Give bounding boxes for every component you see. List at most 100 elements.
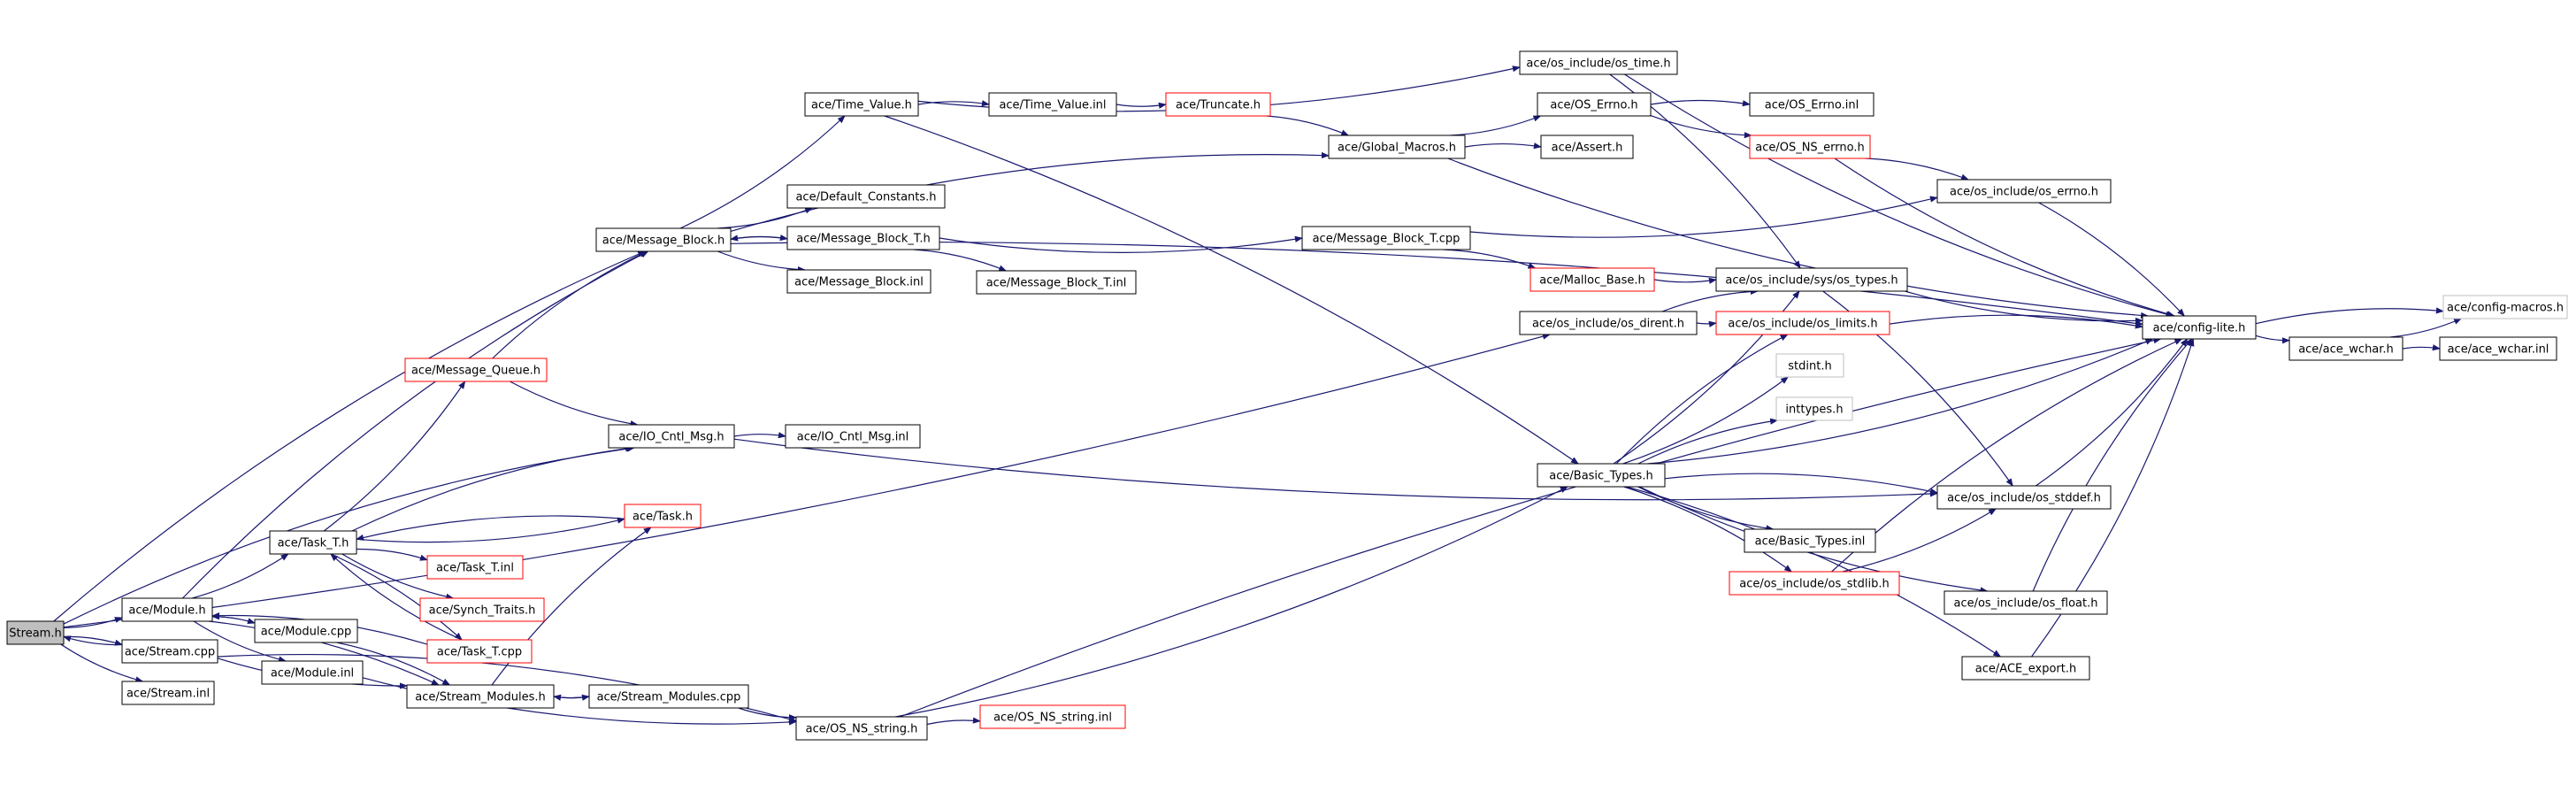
node-message-block-h[interactable]: ace/Message_Block.h: [595, 227, 732, 252]
node-box[interactable]: [1749, 92, 1874, 117]
node-box[interactable]: [1961, 656, 2090, 681]
node-message-block-t-inl[interactable]: ace/Message_Block_T.inl: [976, 270, 1137, 295]
node-assert-h[interactable]: ace/Assert.h: [1540, 135, 1634, 159]
node-stream-cpp[interactable]: ace/Stream.cpp: [121, 639, 218, 664]
node-box[interactable]: [426, 639, 533, 664]
node-box[interactable]: [1715, 311, 1890, 335]
node-box[interactable]: [2288, 336, 2404, 361]
node-box[interactable]: [786, 226, 940, 250]
node-box[interactable]: [1328, 135, 1466, 159]
node-message-block-t-h[interactable]: ace/Message_Block_T.h: [786, 226, 940, 250]
node-box[interactable]: [1530, 267, 1655, 292]
node-task-h[interactable]: ace/Task.h: [624, 504, 702, 528]
node-os-stdlib-h[interactable]: ace/os_include/os_stdlib.h: [1729, 571, 1900, 596]
node-synch-traits-h[interactable]: ace/Synch_Traits.h: [419, 597, 545, 622]
node-box[interactable]: [624, 504, 702, 528]
node-box[interactable]: [786, 184, 946, 209]
node-box[interactable]: [804, 92, 919, 117]
node-io-cntl-msg-h[interactable]: ace/IO_Cntl_Msg.h: [608, 424, 735, 449]
node-message-queue-h[interactable]: ace/Message_Queue.h: [404, 358, 548, 382]
node-module-cpp[interactable]: ace/Module.cpp: [254, 619, 358, 643]
node-box[interactable]: [1537, 92, 1652, 117]
node-stdint-h[interactable]: stdint.h: [1775, 353, 1844, 378]
node-box[interactable]: [1729, 571, 1900, 596]
node-box[interactable]: [1936, 179, 2112, 204]
node-task-t-inl[interactable]: ace/Task_T.inl: [426, 555, 524, 580]
node-box[interactable]: [6, 620, 65, 645]
node-box[interactable]: [2442, 295, 2568, 319]
node-basic-types-inl[interactable]: ace/Basic_Types.inl: [1744, 528, 1876, 553]
node-box[interactable]: [1537, 463, 1666, 488]
node-config-macros-h[interactable]: ace/config-macros.h: [2442, 295, 2568, 319]
node-box[interactable]: [1775, 396, 1853, 421]
node-box[interactable]: [254, 619, 358, 643]
node-stream-modules-cpp[interactable]: ace/Stream_Modules.cpp: [588, 684, 749, 709]
node-box[interactable]: [1301, 226, 1471, 250]
node-box[interactable]: [785, 424, 921, 449]
node-task-t-cpp[interactable]: ace/Task_T.cpp: [426, 639, 533, 664]
node-os-limits-h[interactable]: ace/os_include/os_limits.h: [1715, 311, 1890, 335]
node-time-value-inl[interactable]: ace/Time_Value.inl: [988, 92, 1117, 117]
node-os-float-h[interactable]: ace/os_include/os_float.h: [1944, 590, 2108, 615]
node-box[interactable]: [1715, 267, 1908, 292]
node-box[interactable]: [795, 716, 928, 741]
node-os-dirent-h[interactable]: ace/os_include/os_dirent.h: [1519, 311, 1698, 335]
node-io-cntl-msg-inl[interactable]: ace/IO_Cntl_Msg.inl: [785, 424, 921, 449]
node-box[interactable]: [269, 530, 357, 555]
node-box[interactable]: [426, 555, 524, 580]
node-os-types-h[interactable]: ace/os_include/sys/os_types.h: [1715, 267, 1908, 292]
node-ace-export-h[interactable]: ace/ACE_export.h: [1961, 656, 2090, 681]
node-module-inl[interactable]: ace/Module.inl: [261, 660, 364, 685]
node-os-errno-inl[interactable]: ace/OS_Errno.inl: [1749, 92, 1874, 117]
node-box[interactable]: [988, 92, 1117, 117]
node-config-lite-h[interactable]: ace/config-lite.h: [2142, 315, 2257, 340]
node-os-stddef-h[interactable]: ace/os_include/os_stddef.h: [1936, 485, 2112, 510]
node-box[interactable]: [976, 270, 1137, 295]
node-box[interactable]: [1165, 92, 1271, 117]
node-stream-inl[interactable]: ace/Stream.inl: [121, 681, 215, 705]
node-ace-wchar-inl[interactable]: ace/ace_wchar.inl: [2439, 336, 2557, 361]
node-time-value-h[interactable]: ace/Time_Value.h: [804, 92, 919, 117]
node-stream-modules-h[interactable]: ace/Stream_Modules.h: [406, 684, 555, 709]
node-os-ns-string-inl[interactable]: ace/OS_NS_string.inl: [979, 704, 1126, 729]
node-os-ns-string-h[interactable]: ace/OS_NS_string.h: [795, 716, 928, 741]
node-os-ns-errno-h[interactable]: ace/OS_NS_errno.h: [1749, 135, 1871, 159]
node-message-block-t-cpp[interactable]: ace/Message_Block_T.cpp: [1301, 226, 1471, 250]
node-truncate-h[interactable]: ace/Truncate.h: [1165, 92, 1271, 117]
node-os-include-errno-h[interactable]: ace/os_include/os_errno.h: [1936, 179, 2112, 204]
node-box[interactable]: [595, 227, 732, 252]
node-ace-wchar-h[interactable]: ace/ace_wchar.h: [2288, 336, 2404, 361]
node-stream-h[interactable]: Stream.h: [6, 620, 65, 645]
node-box[interactable]: [1749, 135, 1871, 159]
node-global-macros-h[interactable]: ace/Global_Macros.h: [1328, 135, 1466, 159]
node-malloc-base-h[interactable]: ace/Malloc_Base.h: [1530, 267, 1655, 292]
node-box[interactable]: [1936, 485, 2112, 510]
node-inttypes-h[interactable]: inttypes.h: [1775, 396, 1853, 421]
node-message-block-inl[interactable]: ace/Message_Block.inl: [786, 269, 932, 294]
node-box[interactable]: [1744, 528, 1876, 553]
node-box[interactable]: [1775, 353, 1844, 378]
node-os-time-h[interactable]: ace/os_include/os_time.h: [1519, 50, 1678, 75]
node-box[interactable]: [2439, 336, 2557, 361]
node-box[interactable]: [261, 660, 364, 685]
node-box[interactable]: [1519, 311, 1698, 335]
node-box[interactable]: [404, 358, 548, 382]
node-box[interactable]: [2142, 315, 2257, 340]
node-box[interactable]: [419, 597, 545, 622]
node-box[interactable]: [121, 639, 218, 664]
node-basic-types-h[interactable]: ace/Basic_Types.h: [1537, 463, 1666, 488]
node-box[interactable]: [979, 704, 1126, 729]
node-module-h[interactable]: ace/Module.h: [121, 597, 213, 622]
node-box[interactable]: [121, 597, 213, 622]
node-box[interactable]: [786, 269, 932, 294]
node-task-t-h[interactable]: ace/Task_T.h: [269, 530, 357, 555]
node-box[interactable]: [1519, 50, 1678, 75]
node-box[interactable]: [608, 424, 735, 449]
node-default-constants-h[interactable]: ace/Default_Constants.h: [786, 184, 946, 209]
node-box[interactable]: [1944, 590, 2108, 615]
node-box[interactable]: [1540, 135, 1634, 159]
node-box[interactable]: [121, 681, 215, 705]
node-box[interactable]: [406, 684, 555, 709]
node-box[interactable]: [588, 684, 749, 709]
node-os-errno-h[interactable]: ace/OS_Errno.h: [1537, 92, 1652, 117]
